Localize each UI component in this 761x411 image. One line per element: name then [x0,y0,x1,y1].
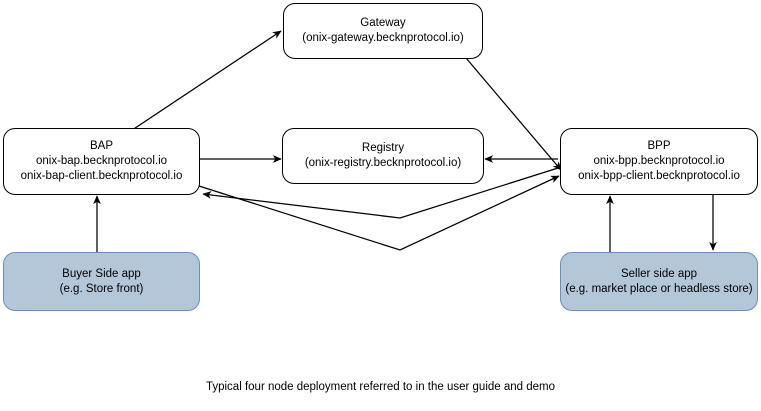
node-bpp-line-3: onix-bpp-client.becknprotocol.io [578,170,740,182]
diagram-caption: Typical four node deployment referred to… [205,381,556,393]
edge-bap-to-bpp [198,175,560,251]
node-registry-line-1: Registry [361,142,405,154]
node-bap-line-3: onix-bap-client.becknprotocol.io [20,170,183,182]
node-seller-app-line-1: Seller side app [620,267,698,280]
node-gateway-line-1: Gateway [360,17,406,29]
node-bap[interactable]: BAP onix-bap.becknprotocol.io onix-bap-c… [3,128,200,195]
node-bpp-line-2: onix-bpp.becknprotocol.io [593,155,725,167]
node-bpp[interactable]: BPP onix-bpp.becknprotocol.io onix-bpp-c… [560,128,758,195]
node-seller-app[interactable]: Seller side app (e.g. market place or he… [560,252,758,311]
node-bap-line-2: onix-bap.becknprotocol.io [35,155,168,167]
node-bpp-line-1: BPP [647,140,671,152]
edge-gateway-to-bpp [465,57,562,171]
node-registry-line-2: (onix-registry.becknprotocol.io) [304,157,462,169]
node-gateway-line-2: (onix-gateway.becknprotocol.io) [302,32,464,44]
node-gateway[interactable]: Gateway (onix-gateway.becknprotocol.io) [283,3,483,59]
node-buyer-app-line-1: Buyer Side app [62,267,141,280]
node-registry[interactable]: Registry (onix-registry.becknprotocol.io… [282,128,484,184]
node-bap-line-1: BAP [89,140,113,152]
node-buyer-app[interactable]: Buyer Side app (e.g. Store front) [3,252,200,311]
node-buyer-app-line-2: (e.g. Store front) [59,282,144,295]
node-seller-app-line-2: (e.g. market place or headless store) [565,282,753,295]
edge-bpp-to-bap [202,167,559,219]
